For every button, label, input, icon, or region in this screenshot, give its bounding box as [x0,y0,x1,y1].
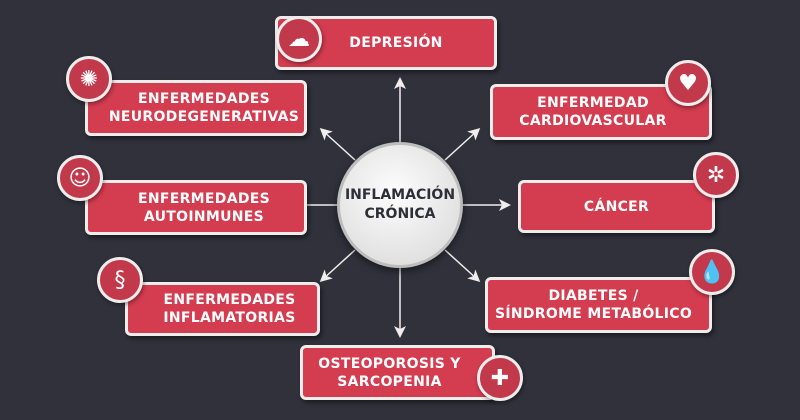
node-label: AUTOINMUNES [143,208,265,225]
center-line1: INFLAMACIÓN [344,187,456,203]
node-label: ENFERMEDADES [137,91,270,107]
heart-icon: ♥ [665,60,711,106]
center-line2: CRÓNICA [364,206,436,222]
cell-icon: ✲ [693,152,739,198]
node-diabetes: DIABETES / SÍNDROME METABÓLICO [485,277,712,333]
node-label: SARCOPENIA [337,373,442,390]
brain-icon: ✺ [66,56,112,102]
node-label: DEPRESIÓN [349,35,443,51]
bone-icon: ✚ [477,355,523,401]
node-label: NEURODEGENERATIVAS [108,109,300,125]
arrow-down-left [319,249,356,283]
body-icon: ☺ [57,155,103,201]
node-label: CARDIOVASCULAR [519,113,667,129]
arrow-up-left [319,127,356,161]
node-cancer: CÁNCER [518,180,715,233]
head-storm-icon: ☁ [276,16,322,62]
intestine-icon: § [97,257,143,303]
node-label: ENFERMEDAD [537,95,649,111]
node-label: CÁNCER [583,198,650,215]
node-inflamatorias: ENFERMEDADES INFLAMATORIAS [125,282,320,336]
glucose-icon: 💧 [689,249,735,295]
arrow-down-right [444,249,481,283]
arrow-up-right [444,127,481,161]
node-label: INFLAMATORIAS [163,310,296,326]
node-label: DIABETES / [548,288,639,304]
node-neurodegenerativas: ENFERMEDADES NEURODEGENERATIVAS [85,80,307,136]
node-label: SÍNDROME METABÓLICO [494,306,693,322]
node-label: ENFERMEDADES [137,190,270,207]
node-label: ENFERMEDADES [163,292,296,308]
central-node-inflamacion-cronica: INFLAMACIÓN CRÓNICA [337,142,463,268]
node-label: OSTEOPOROSIS Y [318,355,461,372]
